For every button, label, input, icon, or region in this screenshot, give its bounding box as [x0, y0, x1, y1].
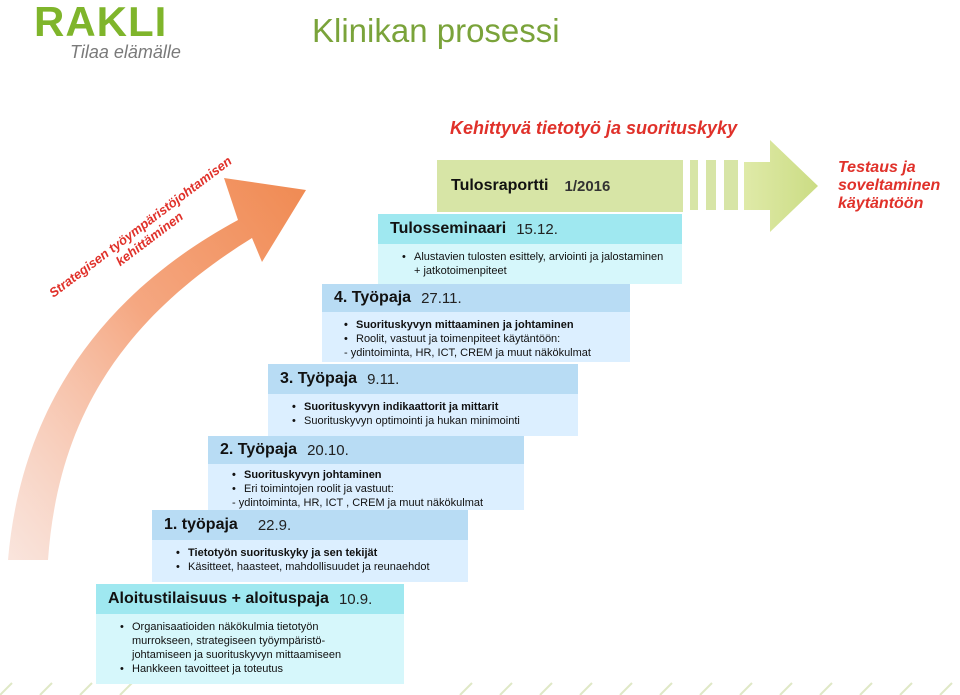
headline: Kehittyvä tietotyö ja suorituskyky [450, 118, 738, 138]
step-list: Tietotyön suorituskyky ja sen tekijät Kä… [176, 546, 458, 574]
step-title: Aloitustilaisuus + aloituspaja [108, 590, 329, 607]
outcome-line: soveltaminen [838, 177, 941, 194]
step-date: 27.11. [421, 289, 462, 307]
step-list: Suorituskyvyn johtaminen Eri toimintojen… [232, 468, 514, 496]
step-subitem: - ydintoiminta, HR, ICT , CREM ja muut n… [232, 497, 484, 509]
step-item: Hankkeen tavoitteet ja toteutus [120, 662, 394, 676]
step-aloitus: Aloitustilaisuus + aloituspaja 10.9. Org… [96, 584, 404, 684]
step-date: 20.10. [307, 441, 349, 459]
step-item: Eri toimintojen roolit ja vastuut: [232, 482, 514, 496]
step-body: Organisaatioiden näkökulmia tietotyön mu… [96, 614, 404, 684]
step-body: Suorituskyvyn indikaattorit ja mittarit … [268, 394, 578, 436]
step-title: 2. Työpaja [220, 441, 298, 458]
step-date: 10.9. [338, 590, 373, 608]
step-tyopaja-1: 1. työpaja 22.9. Tietotyön suorituskyky … [152, 510, 468, 582]
step-item: Suorituskyvyn johtaminen [232, 468, 514, 482]
step-list: Alustavien tulosten esittely, arviointi … [402, 250, 672, 278]
step-tulosraportti: Tulosraportti 1/2016 [437, 160, 683, 212]
step-item: Organisaatioiden näkökulmia tietotyön mu… [120, 620, 368, 662]
step-item: Suorituskyvyn optimointi ja hukan minimo… [292, 414, 568, 428]
page-title: Klinikan prosessi [312, 12, 560, 49]
step-list: Suorituskyvyn mittaaminen ja johtaminen … [344, 318, 620, 346]
logo-mark: RAKLI [34, 0, 168, 45]
green-stripe [724, 160, 738, 210]
step-header: Tulosseminaari 15.12. [378, 214, 682, 244]
green-stripe [690, 160, 698, 210]
step-header: Aloitustilaisuus + aloituspaja 10.9. [96, 584, 404, 614]
step-title: 3. Työpaja [280, 370, 358, 387]
step-header: 3. Työpaja 9.11. [268, 364, 578, 394]
step-body: Suorituskyvyn mittaaminen ja johtaminen … [322, 312, 630, 362]
step-list: Organisaatioiden näkökulmia tietotyön mu… [120, 620, 394, 676]
logo-tagline: Tilaa elämälle [70, 42, 181, 62]
bottom-stripes [0, 682, 953, 695]
step-date: 22.9. [257, 516, 292, 534]
step-item: Käsitteet, haasteet, mahdollisuudet ja r… [176, 560, 458, 574]
step-item: Roolit, vastuut ja toimenpiteet käytäntö… [344, 332, 620, 346]
step-tulosseminaari: Tulosseminaari 15.12. Alustavien tuloste… [378, 214, 682, 284]
step-tyopaja-3: 3. Työpaja 9.11. Suorituskyvyn indikaatt… [268, 364, 578, 436]
step-title: Tulosseminaari [390, 220, 507, 237]
curved-arrow-icon [8, 178, 306, 560]
forward-arrow-icon [744, 140, 818, 232]
step-item: Suorituskyvyn indikaattorit ja mittarit [292, 400, 568, 414]
step-date: 9.11. [367, 370, 400, 388]
outcome-line: käytäntöön [838, 195, 924, 212]
step-body: Alustavien tulosten esittely, arviointi … [378, 244, 682, 284]
step-item: Suorituskyvyn mittaaminen ja johtaminen [344, 318, 620, 332]
step-title: 4. Työpaja [334, 289, 412, 306]
step-tyopaja-4: 4. Työpaja 27.11. Suorituskyvyn mittaami… [322, 284, 630, 362]
step-body: Suorituskyvyn johtaminen Eri toimintojen… [208, 464, 524, 510]
step-item: Tietotyön suorituskyky ja sen tekijät [176, 546, 458, 560]
outcome-line: Testaus ja [838, 159, 916, 176]
step-item: Alustavien tulosten esittely, arviointi … [402, 250, 664, 278]
green-stripe [706, 160, 716, 210]
step-header: 4. Työpaja 27.11. [322, 284, 630, 312]
step-title: 1. työpaja [164, 516, 238, 533]
step-title: Tulosraportti [451, 177, 549, 194]
step-header: 1. työpaja 22.9. [152, 510, 468, 540]
step-tyopaja-2: 2. Työpaja 20.10. Suorituskyvyn johtamin… [208, 436, 524, 510]
step-date: 1/2016 [564, 177, 611, 195]
step-header: 2. Työpaja 20.10. [208, 436, 524, 464]
step-list: Suorituskyvyn indikaattorit ja mittarit … [292, 400, 568, 428]
step-date: 15.12. [516, 220, 558, 238]
step-header: Tulosraportti 1/2016 [437, 160, 683, 212]
step-subitem: - ydintoiminta, HR, ICT, CREM ja muut nä… [344, 347, 591, 359]
step-body: Tietotyön suorituskyky ja sen tekijät Kä… [152, 540, 468, 582]
outcome-label: Testaus ja soveltaminen käytäntöön [838, 159, 940, 213]
logo: RAKLI Tilaa elämälle [34, 0, 214, 64]
